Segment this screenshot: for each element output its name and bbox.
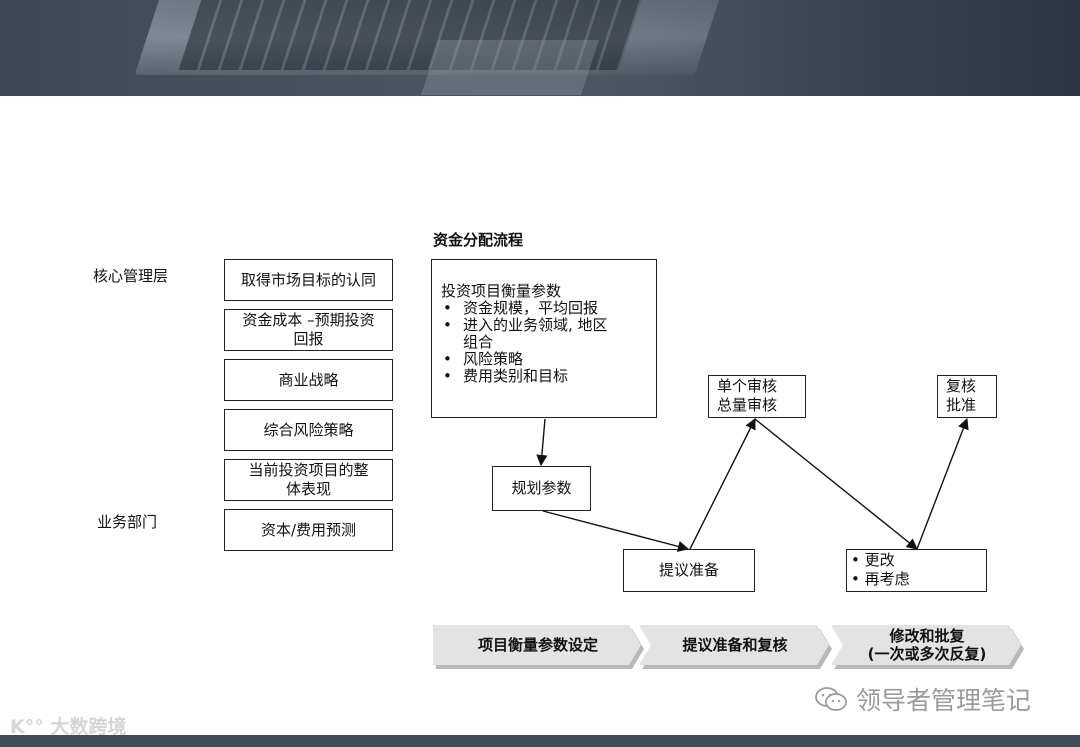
arrow-review-to-revise [754, 418, 918, 550]
arrow-params-to-plan [536, 418, 548, 467]
node-proposal: 提议准备 [623, 549, 755, 592]
phase-chevron-3: 修改和批复 (一次或多次反复) [831, 625, 1024, 669]
left-box-capex-forecast: 资本/费用预测 [224, 509, 393, 551]
node-label: 单个审核 [717, 377, 778, 395]
node-label: 规划参数 [511, 479, 572, 497]
left-box-line: 资本/费用预测 [260, 520, 357, 539]
flow-title: 资金分配流程 [433, 231, 524, 249]
left-box-line: 综合风险策略 [263, 420, 354, 439]
left-box-line: 资金成本 –预期投资 [242, 311, 375, 329]
phase-chevron-2: 提议准备和复核 [639, 625, 832, 669]
left-box-market-goal: 取得市场目标的认同 [224, 259, 393, 301]
node-label: 批准 [946, 396, 977, 414]
params-heading: 投资项目衡量参数 [441, 282, 562, 300]
node-label: 总量审核 [717, 396, 778, 414]
wechat-icon [815, 687, 847, 711]
left-box-line: 当前投资项目的整 [248, 461, 369, 479]
left-box-line: 商业战略 [278, 370, 339, 389]
core-management-label: 核心管理层 [93, 267, 169, 285]
arrow-revise-to-approve [916, 417, 969, 550]
watermark-right: 领导者管理笔记 [814, 681, 1031, 717]
phase-label: 提议准备和复核 [682, 636, 788, 654]
left-box-capital-cost: 资金成本 –预期投资 回报 [224, 309, 393, 351]
business-unit-label: 业务部门 [97, 513, 158, 531]
left-box-portfolio-performance: 当前投资项目的整 体表现 [224, 459, 393, 501]
node-label: 提议准备 [658, 561, 719, 579]
left-box-line: 取得市场目标的认同 [240, 270, 376, 289]
node-plan-params: 规划参数 [492, 466, 591, 511]
left-box-line: 回报 [293, 330, 324, 348]
left-box-business-strategy: 商业战略 [224, 359, 393, 401]
banner-shade [0, 0, 1080, 96]
arrow-proposal-to-review [689, 417, 756, 550]
phase-chevron-1: 项目衡量参数设定 [433, 625, 644, 669]
params-item: 费用类别和目标 [443, 368, 656, 386]
arrow-plan-to-proposal [542, 510, 690, 552]
node-approve: 复核 批准 [937, 375, 997, 418]
left-box-risk-strategy: 综合风险策略 [224, 409, 393, 451]
chevron-shape [831, 625, 1024, 669]
phase-label: 项目衡量参数设定 [477, 636, 598, 654]
node-review: 单个审核 总量审核 [708, 375, 806, 418]
node-label: • 再考虑 [851, 570, 910, 588]
footer-bar [0, 735, 1080, 747]
phase-label: 修改和批复 (一次或多次反复) [867, 627, 987, 663]
logo-icon: K°° [10, 716, 44, 738]
params-item: 资金规模，平均回报 [443, 300, 656, 318]
watermark-left: K°° 大数跨境 [10, 716, 127, 738]
params-item: 风险策略 [443, 351, 656, 369]
node-label: • 更改 [851, 551, 895, 569]
node-label: 复核 [946, 377, 977, 395]
chevron-shape [639, 625, 832, 669]
header-banner-image [0, 0, 1080, 96]
left-box-line: 体表现 [285, 480, 331, 498]
chevron-shape [433, 625, 644, 669]
